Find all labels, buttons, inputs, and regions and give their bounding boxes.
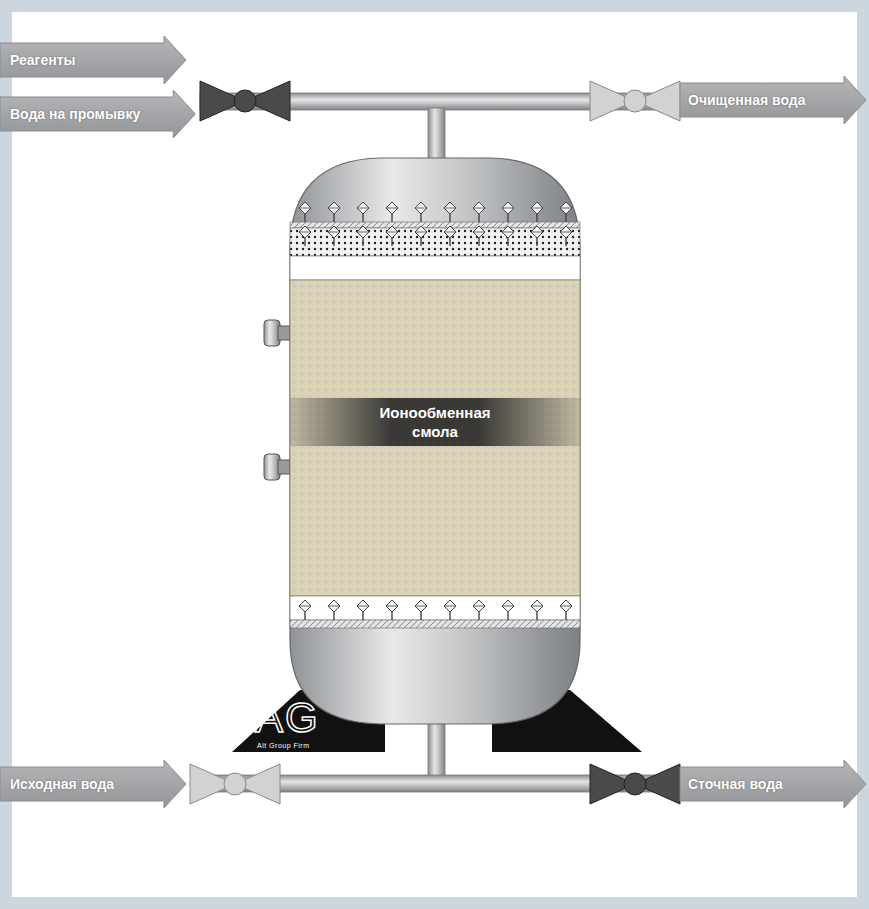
flow-arrow: Реагенты (0, 36, 186, 84)
resin-label: Ионообменная смола (370, 403, 500, 441)
flow-arrow: Очищенная вода (680, 76, 866, 124)
flow-label: Очищенная вода (688, 92, 805, 108)
flow-label: Сточная вода (688, 776, 783, 792)
flow-arrow: Вода на промывку (0, 90, 195, 138)
flow-label: Исходная вода (10, 776, 114, 792)
flow-label: Вода на промывку (10, 106, 140, 122)
flow-label: Реагенты (10, 52, 75, 68)
flow-arrow: Исходная вода (0, 760, 186, 808)
resin-bed-band: Ионообменная смола (290, 398, 580, 446)
logo-caption: Alt Group Firm (257, 742, 310, 749)
logo-letters: AG (255, 696, 320, 740)
valves (190, 81, 680, 804)
flow-arrow: Сточная вода (680, 760, 866, 808)
